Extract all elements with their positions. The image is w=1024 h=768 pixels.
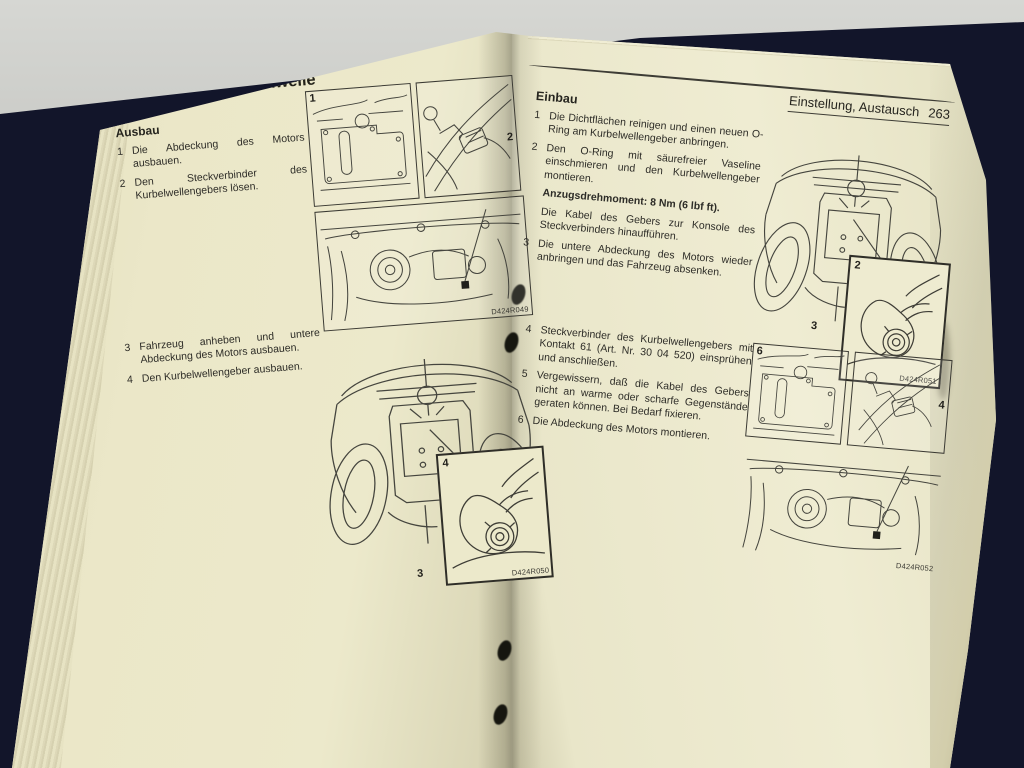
step-number: 4: [126, 373, 134, 386]
right-steps-1-3: 1 Die Dichtflächen reinigen und einen ne…: [521, 109, 764, 288]
figure-install-group: 6 4 D424R052: [735, 342, 955, 576]
section-heading-einbau: Einbau: [535, 88, 579, 107]
figure-callout: 6: [756, 345, 764, 358]
right-page: [512, 32, 996, 768]
step-number: 1: [533, 108, 541, 122]
section-heading-ausbau: Ausbau: [115, 122, 161, 141]
figure-removal-group: 1 2 D424R049: [304, 74, 534, 332]
right-page-content: Einstellung, Austausch 263 Einbau 1 Die …: [466, 50, 963, 768]
figure-engine-cover-right: 6: [745, 342, 849, 445]
figure-engine-bay: D424R049: [314, 195, 534, 332]
figure-engine-cover: 1: [304, 82, 420, 207]
figure-callout: 1: [309, 92, 317, 105]
step-number: 1: [116, 145, 124, 159]
connector-illustration: [417, 76, 521, 197]
figure-engine-bay-right: D424R052: [735, 440, 947, 575]
figure-callout: 3: [810, 319, 818, 333]
engine-cover-illustration: [306, 84, 419, 206]
engine-bay-illustration: [735, 440, 947, 575]
figure-connector: 2: [415, 74, 522, 199]
figure-callout: 2: [506, 130, 514, 144]
right-steps-4-6: 4 Steckverbinder des Kurbelwellengebers …: [517, 322, 753, 452]
step-number: 4: [525, 322, 533, 336]
step-number: 3: [124, 341, 131, 355]
step-number: 5: [521, 368, 529, 381]
engine-cover-illustration: [746, 344, 848, 444]
right-running-header: Einstellung, Austausch 263: [788, 92, 951, 126]
right-page-number: 263: [927, 105, 951, 122]
figure-callout: 2: [853, 259, 862, 272]
left-steps-3-4: 3 Fahrzeug anheben und untere Abdeckung …: [124, 327, 323, 393]
step-number: 2: [531, 140, 538, 154]
figure-connector-right: 4: [846, 351, 953, 454]
figure-callout: 4: [442, 457, 450, 470]
step-number: 6: [517, 413, 525, 426]
step-number: 3: [522, 235, 530, 249]
connector-illustration: [848, 353, 952, 453]
step-number: 2: [119, 177, 126, 190]
figure-callout: 4: [937, 398, 946, 412]
left-steps-1-2: 1 Die Abdeckung des Motors ausbauen. 2 D…: [117, 131, 309, 209]
figure-callout: 3: [416, 567, 424, 580]
